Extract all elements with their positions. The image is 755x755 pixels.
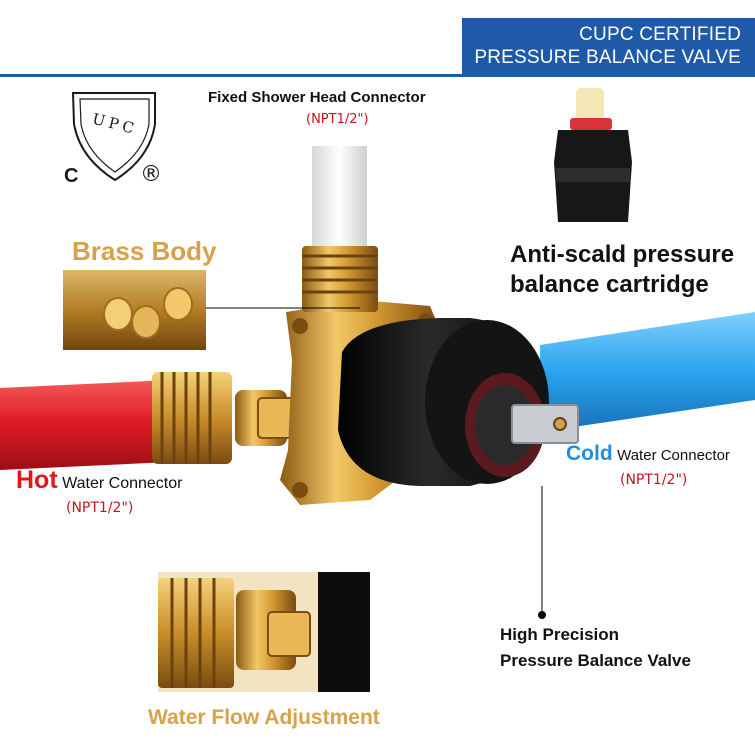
cold-word: Cold <box>566 442 613 465</box>
shower-head-pipe <box>302 146 378 312</box>
cold-connector-size: (NPT1/2") <box>620 472 688 488</box>
upc-shield-icon <box>71 92 156 182</box>
shower-head-connector-size: (NPT1/2") <box>306 112 369 127</box>
flow-adjustment-label: Water Flow Adjustment <box>148 706 380 729</box>
hot-connector-text: Water Connector <box>62 475 183 492</box>
banner-underline <box>0 74 755 77</box>
hot-inlet-fitting <box>152 372 299 464</box>
valve-pointer-dot <box>538 611 546 619</box>
banner-line-2: PRESSURE BALANCE VALVE <box>474 47 741 68</box>
hot-word: Hot <box>16 466 58 494</box>
cold-connector-text: Water Connector <box>617 447 730 464</box>
registered-mark: ® <box>140 162 162 187</box>
hot-connector-label: Hot Water Connector <box>16 466 182 495</box>
brass-rods-image <box>63 270 206 350</box>
brass-body-label: Brass Body <box>72 236 217 266</box>
valve-label: High Precision Pressure Balance Valve <box>500 622 691 674</box>
hot-water-pipe <box>0 380 170 470</box>
cartridge-label: Anti-scald pressure balance cartridge <box>510 240 734 300</box>
cartridge-label-line-2: balance cartridge <box>510 271 709 298</box>
banner-line-1: CUPC CERTIFIED <box>579 24 741 45</box>
certification-banner: CUPC CERTIFIED PRESSURE BALANCE VALVE <box>462 18 755 74</box>
cold-water-pipe <box>540 312 755 432</box>
c-mark: C <box>64 165 79 187</box>
valve-label-line-2: Pressure Balance Valve <box>500 651 691 670</box>
cartridge-label-line-1: Anti-scald pressure <box>510 241 735 268</box>
hot-connector-size: (NPT1/2") <box>66 500 134 516</box>
cold-connector-label: Cold Water Connector <box>566 442 730 466</box>
shower-head-connector-label: Fixed Shower Head Connector <box>208 89 426 106</box>
flow-adjustment-image <box>158 572 370 692</box>
black-valve-housing <box>338 318 579 486</box>
cartridge-image <box>554 88 632 222</box>
valve-label-line-1: High Precision <box>500 625 620 644</box>
